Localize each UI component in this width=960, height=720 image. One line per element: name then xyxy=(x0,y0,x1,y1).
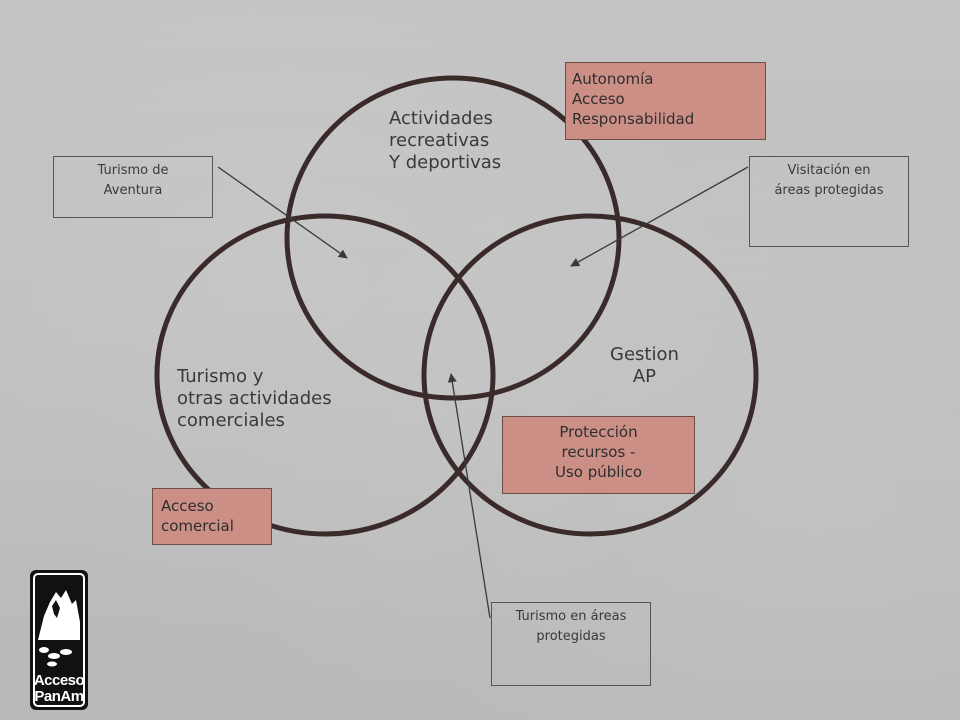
logo-line-acceso: Acceso xyxy=(33,672,85,689)
logo-line-panam: PanAm xyxy=(34,688,84,705)
note-visitacion-areas: Visitación en áreas protegidas xyxy=(749,156,909,247)
circle-turismo-comercial xyxy=(154,213,496,537)
note-turismo-aventura: Turismo de Aventura xyxy=(53,156,213,218)
circle-gestion-ap xyxy=(421,213,759,537)
arrow-visitacion xyxy=(570,166,749,267)
acceso-panam-logo: Acceso PanAm xyxy=(30,570,88,710)
label-turismo-comercial: Turismo y otras actividades comerciales xyxy=(177,366,332,431)
arrow-aventura xyxy=(217,166,348,259)
tag-autonomia: Autonomía Acceso Responsabilidad xyxy=(565,62,766,140)
note-turismo-areas-protegidas: Turismo en áreas protegidas xyxy=(491,602,651,686)
circle-recreativas xyxy=(284,75,622,401)
label-gestion-ap: Gestion AP xyxy=(610,344,679,387)
arrow-turismo-ap xyxy=(447,373,491,619)
label-recreativas: Actividades recreativas Y deportivas xyxy=(389,108,502,173)
tag-proteccion: Protección recursos - Uso público xyxy=(502,416,695,494)
tag-acceso-comercial: Acceso comercial xyxy=(152,488,272,545)
